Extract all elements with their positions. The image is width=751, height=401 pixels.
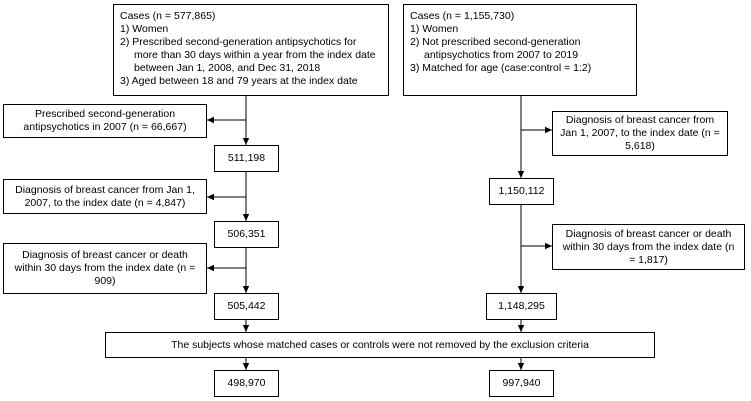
left-count-step3: 505,442 (214, 293, 279, 320)
matched-subjects-text: The subjects whose matched cases or cont… (171, 338, 589, 351)
right-criterion-2: 2) Not prescribed second-generation anti… (410, 36, 581, 61)
left-cases-header-box: Cases (n = 577,865) 1) Women 2) Prescrib… (113, 4, 389, 96)
right-final-count-value: 997,940 (502, 377, 541, 389)
left-exclusion-cancer-or-death-text: Diagnosis of breast cancer or death with… (14, 249, 196, 287)
right-exclusion-cancer-or-death-text: Diagnosis of breast cancer or death with… (562, 227, 735, 266)
right-criterion-3: 3) Matched for age (case:control = 1:2) (410, 62, 592, 74)
left-criterion-3: 3) Aged between 18 and 79 years at the i… (120, 75, 358, 87)
left-count-step2-value: 506,351 (227, 228, 266, 240)
right-count-step2: 1,148,295 (486, 293, 557, 320)
left-exclusion-prior-antipsychotics: Prescribed second-generation antipsychot… (3, 104, 207, 138)
left-exclusion-cancer-or-death: Diagnosis of breast cancer or death with… (3, 243, 207, 294)
left-criterion-1: 1) Women (120, 23, 169, 35)
right-final-count: 997,940 (489, 370, 554, 397)
right-exclusion-breast-cancer: Diagnosis of breast cancer from Jan 1, 2… (552, 111, 728, 156)
left-exclusion-breast-cancer: Diagnosis of breast cancer from Jan 1, 2… (3, 179, 207, 214)
left-cases-title: Cases (n = 577,865) (120, 10, 216, 22)
right-count-step1-value: 1,150,112 (498, 185, 545, 197)
left-criterion-2: 2) Prescribed second-generation antipsyc… (120, 36, 376, 74)
right-exclusion-breast-cancer-text: Diagnosis of breast cancer from Jan 1, 2… (560, 114, 720, 152)
left-final-count: 498,970 (214, 370, 279, 397)
left-exclusion-breast-cancer-text: Diagnosis of breast cancer from Jan 1, 2… (15, 183, 195, 209)
right-count-step2-value: 1,148,295 (498, 300, 545, 312)
left-count-step3-value: 505,442 (227, 300, 266, 312)
left-final-count-value: 498,970 (227, 377, 266, 389)
left-exclusion-prior-antipsychotics-text: Prescribed second-generation antipsychot… (23, 108, 187, 133)
right-cases-header-box: Cases (n = 1,155,730) 1) Women 2) Not pr… (403, 4, 637, 96)
right-count-step1: 1,150,112 (489, 178, 554, 205)
left-count-step1: 511,198 (214, 145, 279, 172)
right-criterion-1: 1) Women (410, 23, 459, 35)
matched-subjects-box: The subjects whose matched cases or cont… (105, 332, 655, 358)
left-count-step2: 506,351 (214, 221, 279, 248)
right-exclusion-cancer-or-death: Diagnosis of breast cancer or death with… (552, 224, 745, 270)
right-cases-title: Cases (n = 1,155,730) (410, 10, 515, 22)
left-count-step1-value: 511,198 (227, 152, 266, 164)
